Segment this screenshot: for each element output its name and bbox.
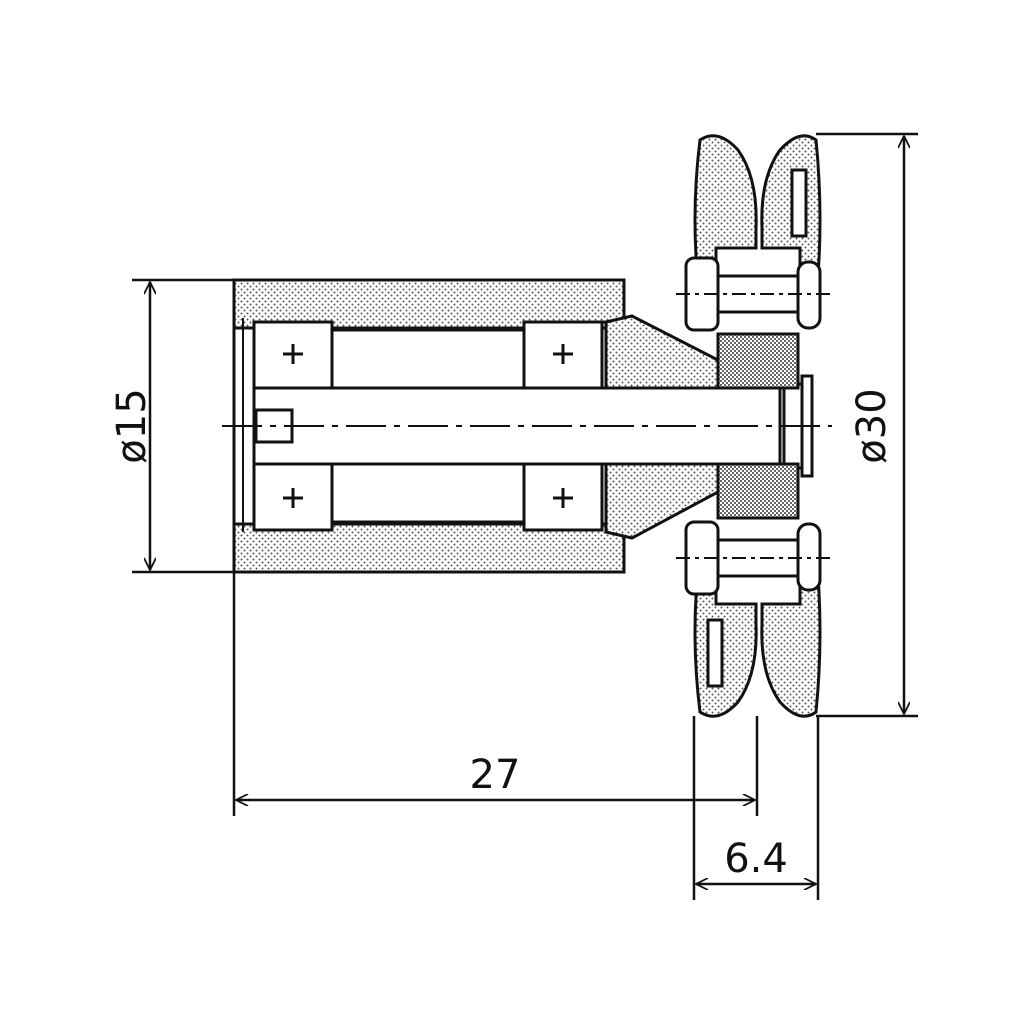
bolt-top-shank — [716, 274, 800, 314]
dim-small-diameter-label: ø15 — [109, 388, 155, 463]
pulley-hub — [716, 332, 800, 520]
bolt-center-lines — [676, 293, 832, 559]
dim-overall-length-label: 27 — [470, 752, 521, 798]
housing-bottom-wall — [232, 522, 626, 574]
housing — [232, 278, 626, 574]
dim-pulley-width-label: 6.4 — [724, 836, 788, 882]
dimension-lines — [132, 132, 918, 900]
pulley-right-flange-bottom — [760, 550, 822, 718]
bearings — [252, 320, 612, 532]
bolt-bottom-shank — [716, 538, 800, 578]
bearing-cross-marks — [283, 344, 573, 508]
dim-large-diameter-label: ø30 — [849, 388, 895, 463]
